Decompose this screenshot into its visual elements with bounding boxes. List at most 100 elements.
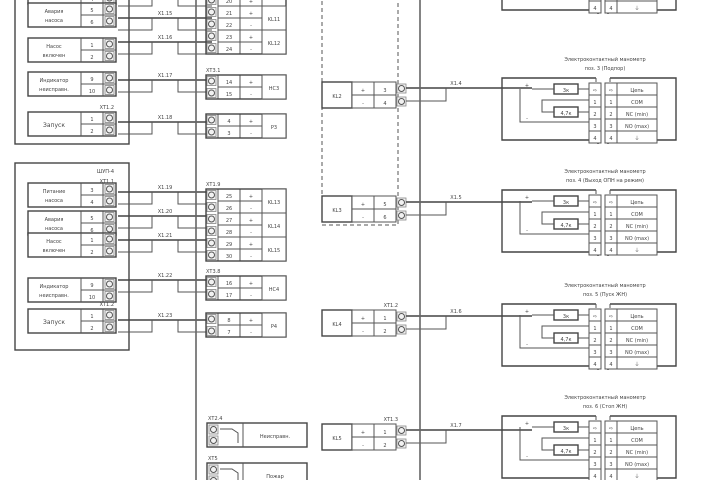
bus-lines [195,0,421,480]
screw-terminal-icon [396,210,407,221]
terminal-sign: + [249,11,253,17]
cable-wire-b [118,0,153,7]
cable-wire-c [177,42,212,55]
terminal-sign: - [250,92,252,98]
resistor-label: 3к [563,88,569,94]
pin-number: 1 [90,43,93,49]
terminal-sign: + [249,35,253,41]
resistor-label: 4,7к [561,111,572,117]
device-enclosure-left [501,0,599,14]
cable-label: Х1.21 [158,233,173,239]
terminal-screw [208,8,215,16]
terminal-screw [106,52,113,60]
cable-wire-c [177,18,212,31]
screw-terminal-icon [208,424,219,435]
terminal-number: 30 [226,254,232,260]
cable: Х1.21 [118,233,212,253]
terminal-pin: 4 [609,248,612,254]
pin-number: 4 [90,200,93,206]
terminal-pin: 4 [593,136,596,142]
screw-terminal-icon [206,115,217,125]
terminal-screw [208,315,215,323]
terminal-square [206,202,217,212]
cable-label: Х1.20 [158,209,173,215]
cable: Х1.18 [118,115,212,135]
terminal-square [208,435,219,446]
group-label: включен [43,53,66,59]
manometer-title: Электроконтактный манометр [564,394,645,401]
terminal-number: 15 [226,92,232,98]
wire-sign: - [526,454,528,460]
terminal-pin: 2 [593,450,596,456]
cable-label: Х1.16 [158,35,173,41]
group-label: Питание [43,189,66,195]
screw-terminal-icon [206,19,217,29]
terminal-square [104,310,115,320]
cable: Х1.20 [118,209,212,229]
terminal-row: 14+ [206,74,263,88]
relay-name: KL2 [332,94,341,100]
num-cell [373,94,397,109]
screw-terminal-icon [104,125,115,135]
terminal-screw [106,17,113,25]
terminal-square [206,115,217,125]
screw-terminal-icon [104,246,115,256]
cable-wire-b [118,42,153,55]
terminal-screw [106,247,113,255]
terminal-screw [106,40,113,48]
terminal-pin: 2 [593,338,596,344]
relay-name: KL4 [332,322,341,328]
pin-number: 6 [383,215,386,221]
terminal-number: 27 [226,218,232,224]
screw-terminal-icon [104,279,115,289]
cable-label: Х1.7 [450,423,461,429]
terminal-number: 23 [226,35,232,41]
cable: Х1.15 [118,11,212,31]
terminal-function: COM [631,326,643,332]
terminal-left [588,242,602,256]
middle-block-top: 20+21+22-23+24-KL11KL12ХТ3.114+15-HC34+3… [205,0,287,139]
terminal-number: 3 [227,131,230,137]
terminal-block-label: ХТ3.8 [206,269,220,275]
terminal-square [104,73,115,83]
return-wire [406,430,447,444]
pin-number: 5 [90,216,93,222]
terminal-square [206,127,217,137]
terminal-square [206,238,217,248]
cable-wire-b [118,122,153,135]
screw-terminal-icon [208,435,219,446]
terminal-block-label: ХТ1.2 [384,303,398,309]
terminal-screw [208,44,215,52]
terminal-number: 4 [227,119,230,125]
screw-terminal-icon [104,234,115,244]
screw-terminal-icon [206,250,217,260]
terminal-number: 24 [226,47,232,53]
group-label: неисправн. [39,293,69,299]
terminal-function: ⏚ [634,247,639,254]
num-cell [373,436,397,451]
resistor-label: 4,7к [561,223,572,229]
pin-sign: - [362,443,364,449]
relay-name-cell [321,81,353,109]
resistor-label: 4,7к [561,449,572,455]
pin-number: 4 [383,101,386,107]
group-label: насоса [45,226,63,232]
start-cell [261,312,287,338]
terminal-screw [208,203,215,211]
cable-label: Х1.17 [158,73,173,79]
terminal-screw [210,477,217,480]
terminal-sign: - [250,131,252,137]
terminal-square [206,214,217,224]
terminal-square [206,226,217,236]
screw-terminal-icon [104,85,115,95]
terminal-square [206,314,217,324]
minus-wire [519,201,589,235]
terminal-pin: 1 [593,100,596,106]
cable-label: Х1.6 [450,309,461,315]
screw-terminal-icon [206,43,217,53]
manometer-title: поз. 3 (Подпор) [585,66,626,72]
terminal-square [104,291,115,301]
pin-number: 3 [383,88,386,94]
